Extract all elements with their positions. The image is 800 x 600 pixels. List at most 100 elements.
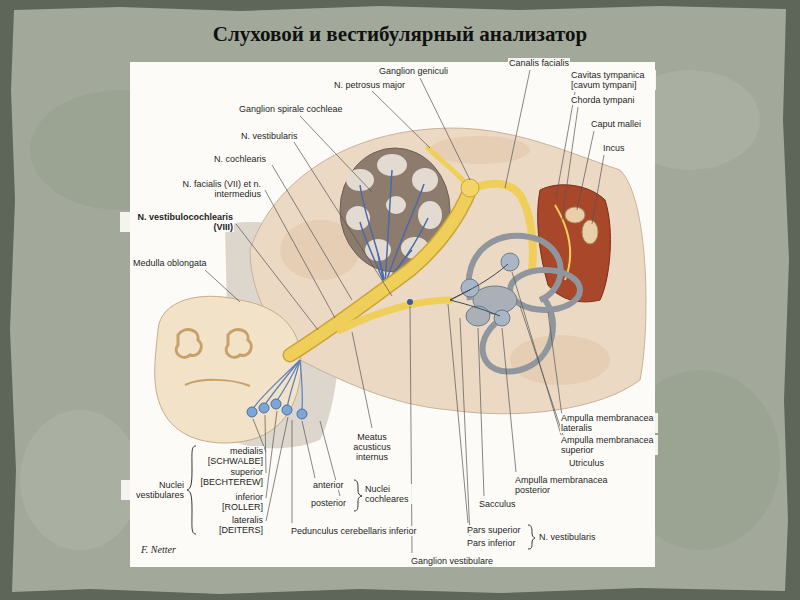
drawing-part [185, 380, 250, 386]
drawing-part [450, 290, 470, 300]
drawing-part [565, 207, 585, 223]
drawing-part [259, 403, 269, 413]
part-label: Ganglion spirale cochleae [238, 104, 344, 114]
drawing-part [292, 420, 293, 523]
drawing-part [512, 272, 562, 438]
part-label: Chorda tympani [570, 95, 636, 105]
drawing-part [290, 190, 470, 355]
drawing-part [450, 264, 508, 300]
part-label: Meatus acusticus internus [343, 432, 401, 462]
drawing-part [346, 206, 370, 230]
drawing-part [352, 332, 372, 428]
part-label: Ganglion geniculi [378, 66, 449, 76]
drawing-part [562, 107, 578, 220]
drawing-part [226, 330, 251, 358]
drawing-part [450, 264, 508, 316]
drawing-part [461, 279, 479, 297]
drawing-part [410, 306, 412, 553]
part-label: Incus [602, 143, 626, 153]
drawing-part [372, 91, 430, 148]
drawing-part [187, 446, 196, 534]
drawing-part [250, 128, 646, 414]
drawing-part [556, 92, 575, 198]
drawing-part [271, 399, 281, 409]
part-label: inferior [ROLLER] [198, 492, 264, 512]
drawing-part [502, 328, 516, 472]
drawing-part [354, 480, 362, 511]
drawing-part [582, 220, 598, 244]
drawing-part [505, 70, 530, 188]
part-label: N. petrosus major [333, 80, 406, 90]
part-label: Nuclei vestibulares [121, 480, 185, 500]
part-label: anterior [312, 480, 345, 490]
drawing-part [264, 360, 300, 406]
part-label: Ampulla membranacea superior [560, 435, 658, 455]
drawing-part [297, 409, 307, 419]
part-label: Pars inferior [466, 538, 517, 548]
drawing-part [252, 360, 300, 410]
part-label: medialis [SCHWALBE] [198, 446, 264, 466]
part-label: Nuclei cochleares [364, 484, 422, 504]
drawing-part [468, 236, 580, 372]
part-label: N. vestibularis [240, 131, 299, 141]
drawing-part [592, 155, 604, 224]
drawing-part [276, 360, 300, 402]
drawing-part [272, 165, 352, 300]
part-label: Ampulla membranacea lateralis [560, 413, 658, 433]
anatomy [155, 128, 646, 448]
drawing-part [302, 421, 315, 478]
drawing-part [155, 296, 301, 443]
part-label: lateralis [DEITERS] [198, 515, 264, 535]
drawing-part [448, 304, 468, 523]
drawing-part [247, 399, 307, 419]
drawing-part [577, 131, 594, 210]
drawing-part [510, 335, 610, 385]
panel [130, 62, 655, 567]
drawing-part [340, 300, 450, 330]
drawing-part [236, 224, 318, 330]
part-label: Utriculus [568, 458, 605, 468]
drawing-part [360, 185, 385, 285]
part-label: superior [BECHTEREW] [198, 467, 264, 487]
part-label: N. vestibularis [538, 532, 597, 542]
drawing-part [494, 310, 510, 326]
drawing-part [300, 116, 372, 192]
drawing-part [205, 270, 240, 302]
part-label: Pars superior [466, 525, 522, 535]
drawing-part [418, 201, 442, 229]
part-label: N. cochlearis [213, 154, 267, 164]
drawing-part [265, 415, 266, 473]
drawing-part [266, 411, 277, 498]
part-label: Cavitas tympanica [cavum tympani] [570, 70, 656, 90]
drawing-part [265, 190, 335, 318]
drawing-part [300, 360, 302, 412]
drawing-part [252, 360, 302, 412]
drawing-part [176, 330, 201, 358]
part-label: Ganglion vestibulare [410, 556, 494, 566]
drawing-part [290, 190, 470, 355]
drawing-part [461, 179, 479, 197]
drawing-part [266, 417, 288, 521]
part-label: Canalis facialis [508, 58, 570, 68]
drawing-part [294, 142, 392, 296]
title: Слуховой и вестибулярный анализатор [0, 22, 800, 47]
drawing-part [247, 407, 257, 417]
part-label: Ampulla membranacea posterior [514, 475, 616, 495]
part-label: Caput mallei [590, 119, 642, 129]
drawing-part [466, 306, 490, 326]
part-label: posterior [310, 498, 347, 508]
drawing-part [287, 360, 300, 408]
part-label: Pedunculus cerebellaris inferior [290, 526, 418, 536]
drawing-part [548, 312, 562, 416]
part-label: N. facialis (VII) et n. intermedius [178, 179, 262, 199]
drawing-part [282, 405, 292, 415]
drawing-part [420, 78, 470, 180]
part-label: Medulla oblongata [132, 258, 208, 268]
drawing-part [450, 300, 500, 316]
drawing-part [460, 318, 470, 536]
drawing-part [360, 222, 385, 285]
